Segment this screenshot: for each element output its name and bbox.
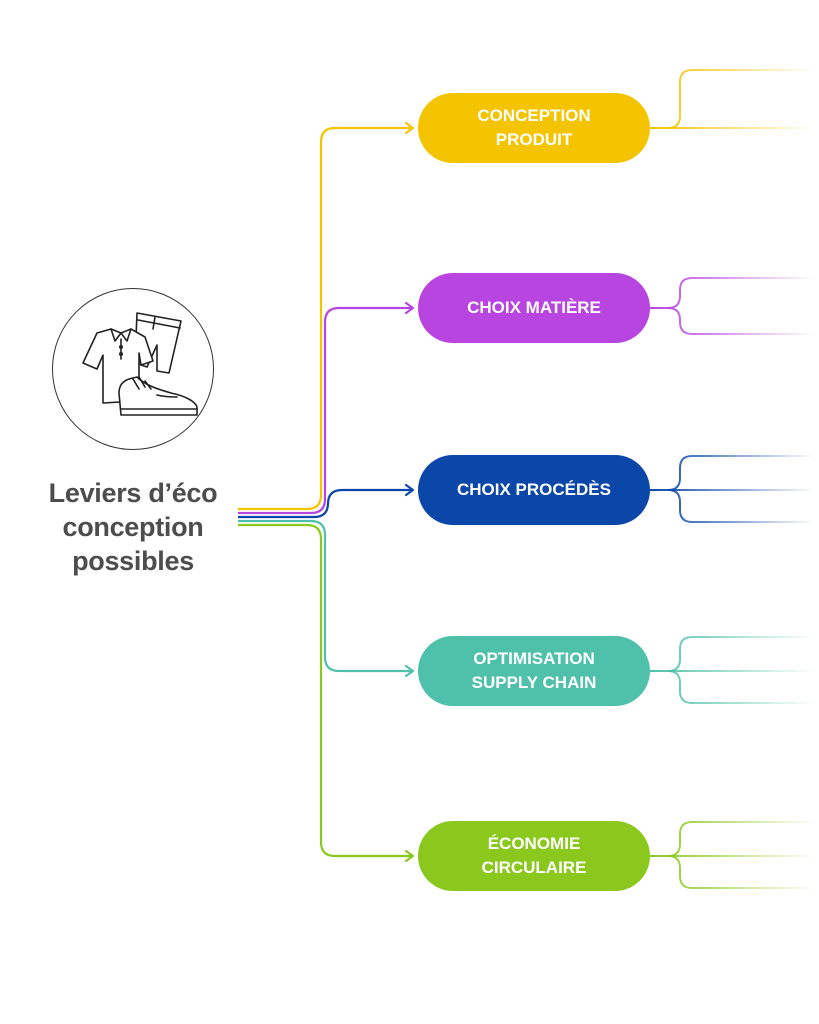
arrow-head	[404, 121, 415, 135]
connector-line	[238, 306, 412, 515]
branch-label: PRODUIT	[495, 130, 573, 149]
sub-branch-line	[667, 636, 815, 672]
arrow-head	[404, 483, 415, 497]
clothing-shoe-icon	[82, 312, 198, 416]
branch-label: CIRCULAIRE	[481, 858, 587, 877]
branch-choix-matiere[interactable]: CHOIX MATIÈRE	[418, 273, 650, 343]
center-title-line: conception	[62, 512, 204, 542]
branch-label: ÉCONOMIE	[487, 834, 581, 853]
branch-economie-circulaire[interactable]: ÉCONOMIE CIRCULAIRE	[418, 821, 650, 891]
sub-branch-line	[667, 69, 815, 129]
branch-label: CHOIX MATIÈRE	[467, 298, 601, 317]
arrow-head	[404, 664, 415, 678]
sub-branch-line	[667, 821, 815, 857]
center-title-line: possibles	[72, 546, 194, 576]
center-title-line: Leviers d’éco	[48, 478, 218, 508]
center-title: Leviers d’éco conception possibles	[20, 476, 246, 578]
branch-label: SUPPLY CHAIN	[471, 673, 597, 692]
sub-branch-line	[667, 307, 815, 335]
sub-branch-line	[667, 670, 815, 704]
branch-label: CONCEPTION	[477, 106, 591, 125]
sub-branch-line	[667, 455, 815, 491]
branch-conception-produit[interactable]: CONCEPTION PRODUIT	[418, 93, 650, 163]
arrow-head	[404, 849, 415, 863]
sub-branch-line	[667, 855, 815, 889]
center-icon-circle	[52, 288, 214, 450]
connector-line	[238, 519, 412, 673]
branch-label: CHOIX PROCÉDÈS	[457, 480, 611, 499]
sub-branch-line	[667, 489, 815, 523]
arrow-head	[404, 301, 415, 315]
connector-line	[238, 523, 412, 858]
branch-optimisation-supply-chain[interactable]: OPTIMISATION SUPPLY CHAIN	[418, 636, 650, 706]
sub-branch-line	[667, 277, 815, 309]
connector-line	[238, 126, 412, 511]
branch-choix-procedes[interactable]: CHOIX PROCÉDÈS	[418, 455, 650, 525]
connector-line	[238, 488, 412, 519]
branch-label: OPTIMISATION	[473, 649, 595, 668]
